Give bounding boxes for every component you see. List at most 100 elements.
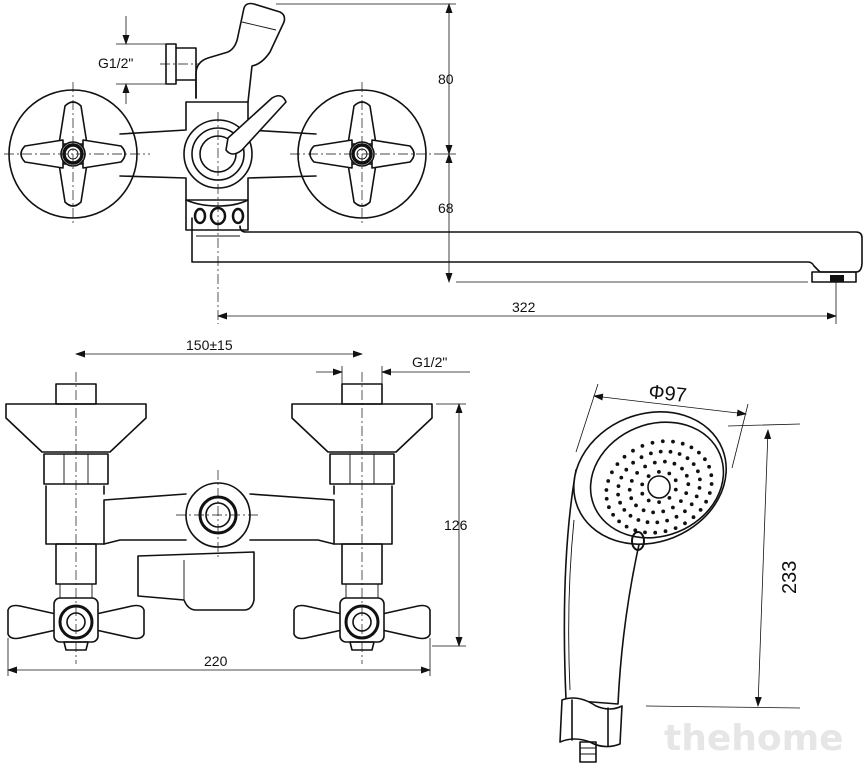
nozzle-dot (671, 439, 675, 444)
center-distance-label: 150±15 (186, 337, 233, 353)
nozzle-dot (698, 477, 702, 482)
nozzle-dot (657, 500, 661, 504)
nozzle-dot (679, 499, 683, 503)
nozzle-dot (667, 471, 672, 476)
nozzle-dot (672, 461, 677, 466)
nozzle-dot (655, 520, 660, 525)
nozzle-dot (610, 470, 614, 475)
nozzle-dot (680, 441, 685, 446)
nozzle-dot (619, 475, 624, 480)
nozzle-dot (709, 482, 714, 486)
nozzle-dot (694, 494, 699, 499)
nozzle-dot (689, 445, 694, 450)
nozzle-dot (641, 508, 646, 513)
shower-center-nozzle (647, 475, 671, 499)
nozzle-dot (646, 474, 651, 478)
height-68-label: 68 (438, 200, 454, 216)
thread-label-front: G1/2" (412, 354, 447, 370)
nozzle-dot (673, 487, 678, 492)
nozzle-dot (631, 448, 635, 453)
width-220-label: 220 (204, 653, 228, 669)
nozzle-dot (667, 496, 672, 500)
nozzle-dot (707, 491, 712, 495)
nozzle-dot (684, 473, 689, 478)
nozzle-dot (622, 454, 627, 459)
nozzle-dot (650, 440, 655, 445)
nozzle-dot (658, 449, 663, 454)
nozzle-dot (651, 510, 655, 515)
nozzle-dot (685, 456, 690, 461)
nozzle-dot (653, 530, 658, 535)
nozzle-dot (624, 467, 629, 472)
nozzle-dot (660, 439, 665, 444)
nozzle-dot (677, 452, 682, 456)
nozzle-dot (668, 449, 673, 454)
nozzle-dot (645, 520, 650, 525)
nozzle-dot (671, 505, 675, 510)
nozzle-dot (622, 508, 627, 512)
nozzle-dot (661, 509, 666, 514)
front-view: 150±15 G1/2" 126 220 (5, 337, 470, 676)
shower-face-outer (573, 411, 727, 545)
nozzle-dot (631, 460, 635, 465)
nozzle-dot (643, 464, 647, 469)
nozzle-dot (640, 444, 645, 448)
nozzle-dot (652, 460, 657, 465)
nozzle-dot (607, 505, 611, 510)
nozzle-dot (604, 488, 609, 492)
nozzle-dot (629, 479, 634, 483)
nozzle-dot (709, 473, 714, 478)
nozzle-dot (696, 469, 700, 474)
nozzle-dot (616, 492, 620, 497)
shower-diameter-label: Φ97 (647, 381, 687, 407)
nozzle-dot (680, 466, 684, 471)
nozzle-dot (663, 459, 667, 464)
nozzle-dot (673, 478, 678, 483)
nozzle-dot (616, 484, 621, 488)
nozzle-dot (703, 457, 707, 462)
nozzle-dot (636, 518, 641, 522)
nozzle-dot (697, 486, 702, 490)
thread-label-top: G1/2" (98, 55, 133, 71)
nozzle-dot (643, 530, 647, 535)
nozzle-dot (691, 515, 696, 520)
watermark: thehome (664, 718, 844, 759)
top-view: G1/2" 80 68 322 (4, 2, 863, 324)
nozzle-dot (689, 502, 694, 507)
nozzle-dot (629, 496, 634, 501)
nozzle-dot (691, 462, 696, 466)
nozzle-dot (604, 496, 609, 501)
nozzle-dot (665, 518, 669, 523)
nozzle-dot (697, 450, 701, 455)
nozzle-dot (686, 482, 691, 487)
nozzle-dot (646, 498, 651, 503)
nozzle-dot (627, 487, 632, 492)
spout-length-label: 322 (512, 299, 536, 315)
nozzle-dot (673, 526, 678, 530)
nozzle-dot (639, 455, 644, 460)
shower-head: Φ97 233 (559, 381, 801, 763)
nozzle-dot (640, 482, 645, 487)
diverter-outlet (195, 2, 286, 103)
shower-holder (559, 697, 623, 748)
nozzle-dot (657, 470, 661, 474)
nozzle-dot (633, 528, 638, 533)
height-126-label: 126 (444, 517, 468, 533)
nozzle-dot (707, 464, 711, 469)
nozzle-dot (640, 491, 645, 496)
nozzle-dot (611, 512, 615, 517)
front-spout (137, 551, 255, 611)
height-80-label: 80 (438, 71, 454, 87)
nozzle-dot (649, 451, 653, 456)
shower-nozzles (604, 439, 714, 535)
nozzle-dot (684, 491, 689, 495)
nozzle-dot (704, 499, 708, 504)
nozzle-dot (698, 508, 703, 512)
nozzle-dot (618, 500, 622, 505)
shower-length-label: 233 (779, 561, 801, 594)
thread-stub (165, 43, 177, 85)
nozzle-dot (663, 529, 668, 534)
spout (191, 217, 863, 273)
nozzle-dot (606, 479, 611, 483)
